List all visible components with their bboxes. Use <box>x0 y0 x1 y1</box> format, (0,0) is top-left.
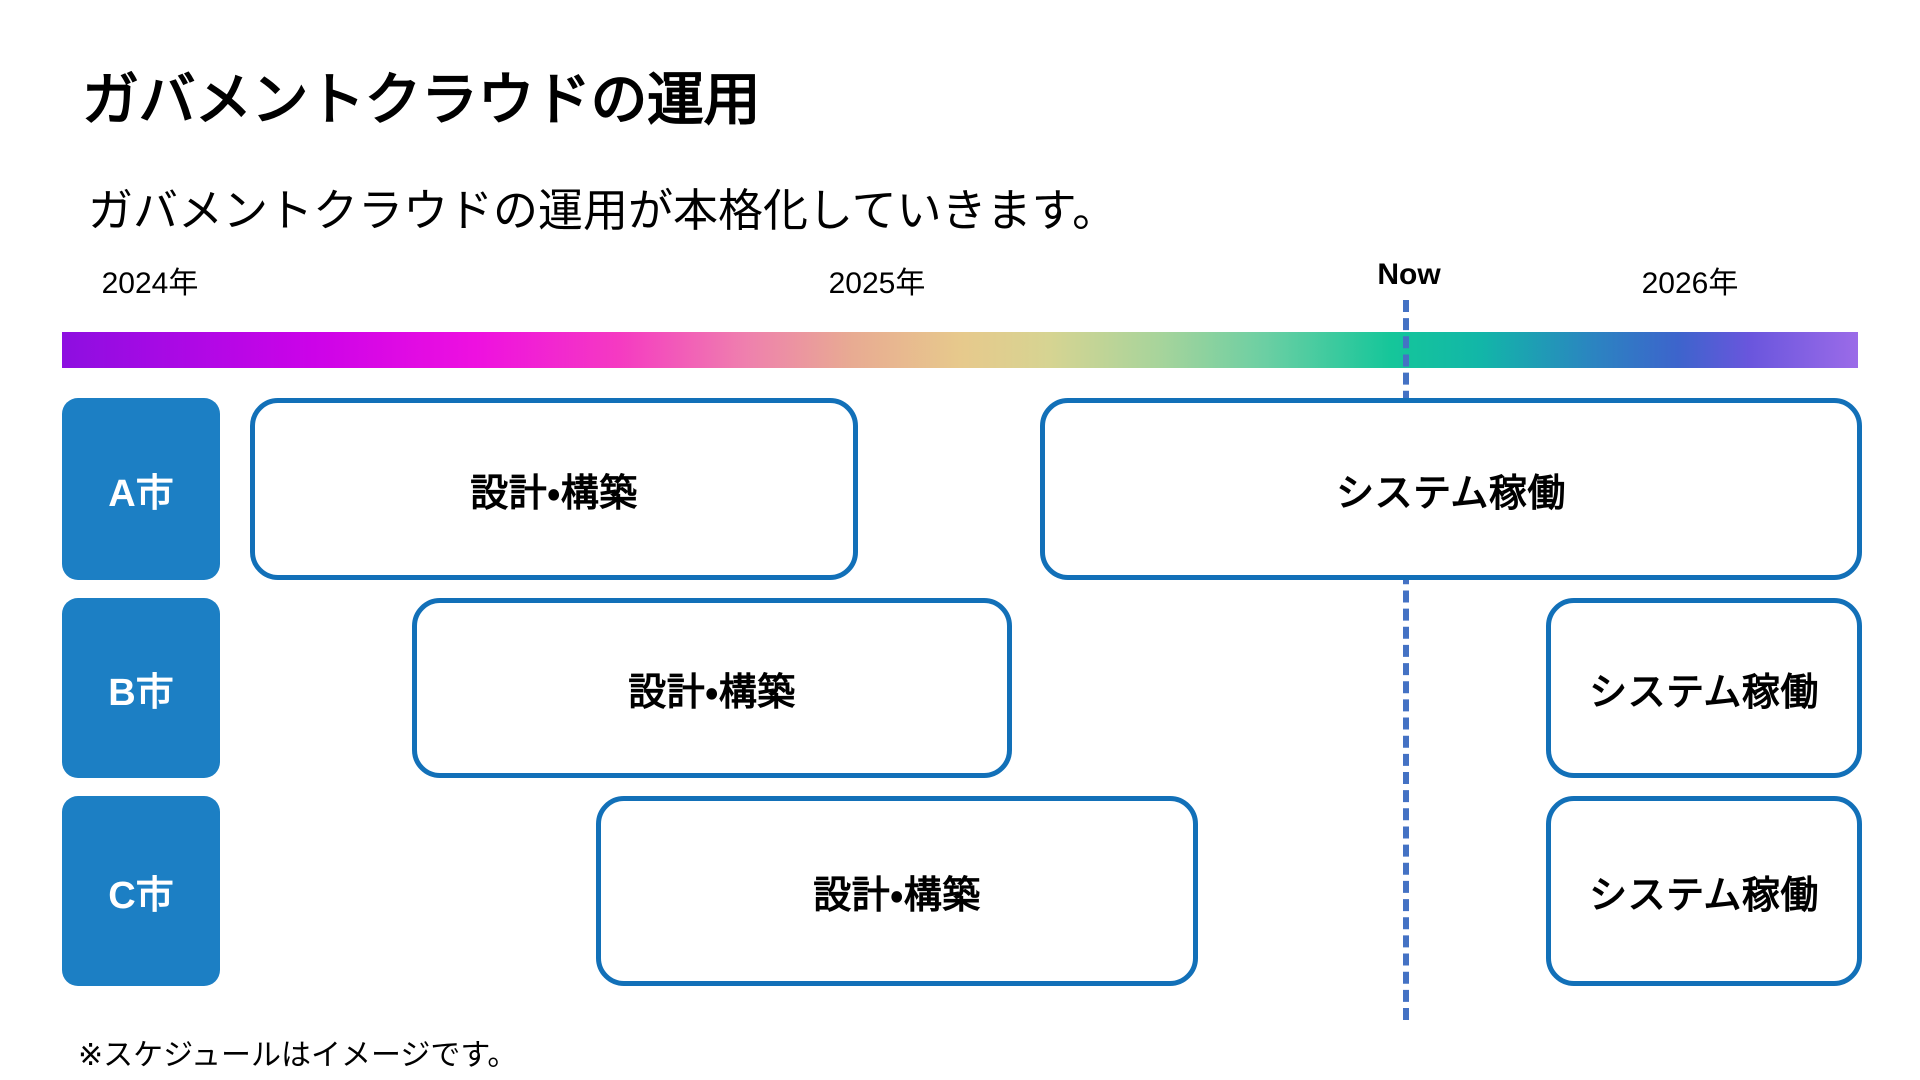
city-chip-B市[interactable]: B市 <box>62 598 220 778</box>
timeline-label-now: Now <box>1377 258 1441 291</box>
phase-label: 設計・構築 <box>628 671 796 714</box>
phase-design-build-A市[interactable]: 設計・構築 <box>250 398 858 580</box>
now-marker-line <box>1403 300 1409 1020</box>
phase-design-build-B市[interactable]: 設計・構築 <box>412 598 1012 778</box>
timeline-label-2026年: 2026年 <box>1641 267 1739 300</box>
phase-design-build-C市[interactable]: 設計・構築 <box>596 796 1198 986</box>
city-chip-C市[interactable]: C市 <box>62 796 220 986</box>
phase-label: システム稼働 <box>1589 671 1819 714</box>
footnote-text: ※スケジュールはイメージです。 <box>78 1039 518 1072</box>
phase-system-operation-B市[interactable]: システム稼働 <box>1546 598 1862 778</box>
phase-system-operation-C市[interactable]: システム稼働 <box>1546 796 1862 986</box>
page-subtitle: ガバメントクラウドの運用が本格化していきます。 <box>88 185 1118 236</box>
phase-system-operation-A市[interactable]: システム稼働 <box>1040 398 1862 580</box>
timeline-label-2025年: 2025年 <box>828 267 926 300</box>
timeline-gradient-bar <box>62 332 1858 368</box>
phase-label: システム稼働 <box>1336 472 1566 515</box>
phase-label: 設計・構築 <box>470 472 638 515</box>
timeline-label-2024年: 2024年 <box>101 267 199 300</box>
phase-label: システム稼働 <box>1589 874 1819 917</box>
phase-label: 設計・構築 <box>813 874 981 917</box>
city-chip-A市[interactable]: A市 <box>62 398 220 580</box>
page-title: ガバメントクラウドの運用 <box>82 68 761 133</box>
